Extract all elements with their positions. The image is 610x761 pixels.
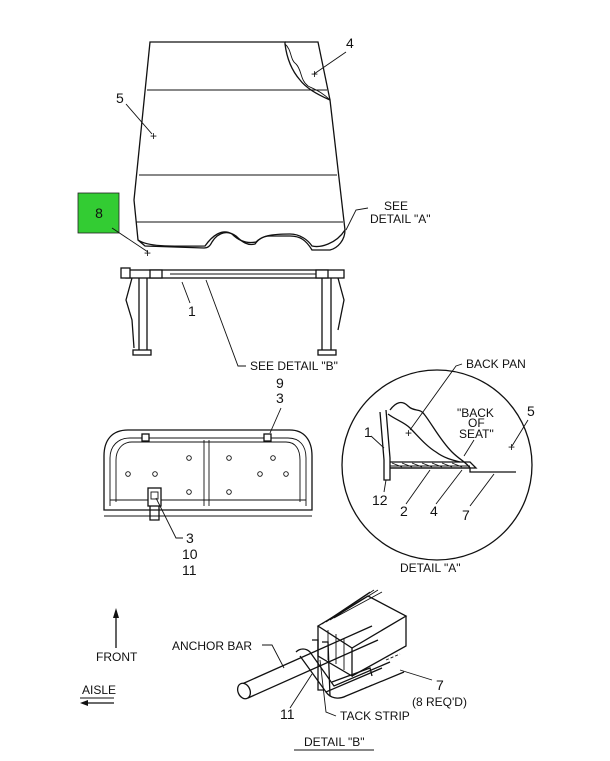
callout-5: 5 (116, 90, 124, 106)
detail-b-caption: DETAIL "B" (304, 735, 365, 749)
detail-a-callout-7: 7 (462, 507, 470, 523)
detail-a-callout-2: 2 (400, 503, 408, 519)
detail-b-req-label: (8 REQ'D) (412, 695, 467, 709)
svg-text:+: + (150, 129, 157, 143)
callout-3-bottom: 3 (186, 530, 194, 546)
callout-11: 11 (182, 562, 197, 578)
callout-9: 9 (276, 375, 284, 391)
detail-a-callout-4: 4 (430, 503, 438, 519)
detail-a-caption: DETAIL "A" (400, 561, 461, 575)
back-of-seat-label-1: "BACK (457, 406, 494, 420)
detail-b-callout-7: 7 (436, 677, 444, 693)
detail-a-callout-5: 5 (527, 403, 535, 419)
detail-a-callout-1: 1 (364, 424, 372, 440)
callout-8: 8 (95, 205, 103, 221)
svg-text:+: + (508, 440, 515, 454)
detail-b: ANCHOR BAR 11 TACK STRIP 7 (8 REQ'D) DET… (172, 589, 467, 751)
see-detail-a-line2: DETAIL "A" (370, 212, 431, 226)
svg-text:+: + (405, 426, 412, 440)
tack-strip-label: TACK STRIP (340, 709, 410, 723)
svg-text:+: + (311, 67, 318, 81)
anchor-bar-label: ANCHOR BAR (172, 639, 252, 653)
callout-8-highlight (77, 192, 120, 234)
back-of-seat-label-2: OF (468, 416, 485, 430)
callout-1: 1 (188, 303, 196, 319)
detail-a: BACK PAN + "BACK OF SEAT" 5 + 1 12 2 4 7… (341, 357, 535, 575)
seat-back-view: 4 + 5 + 8 + SEE DETAIL "A" 1 SEE DETAIL … (77, 35, 431, 373)
see-detail-a-line1: SEE (384, 199, 408, 213)
back-pan-label: BACK PAN (466, 357, 526, 371)
detail-a-callout-12: 12 (372, 492, 388, 508)
callout-10: 10 (182, 546, 198, 562)
callout-3-top: 3 (276, 390, 284, 406)
front-label: FRONT (96, 650, 138, 664)
see-detail-b-label: SEE DETAIL "B" (250, 359, 338, 373)
svg-text:+: + (144, 246, 151, 260)
aisle-label: AISLE (82, 683, 116, 697)
back-of-seat-label-3: SEAT" (459, 427, 494, 441)
detail-b-callout-11: 11 (280, 706, 295, 722)
seat-bottom-view: 9 3 3 10 11 (103, 375, 313, 578)
callout-4: 4 (346, 35, 354, 51)
orientation-legend: FRONT AISLE (80, 608, 138, 706)
